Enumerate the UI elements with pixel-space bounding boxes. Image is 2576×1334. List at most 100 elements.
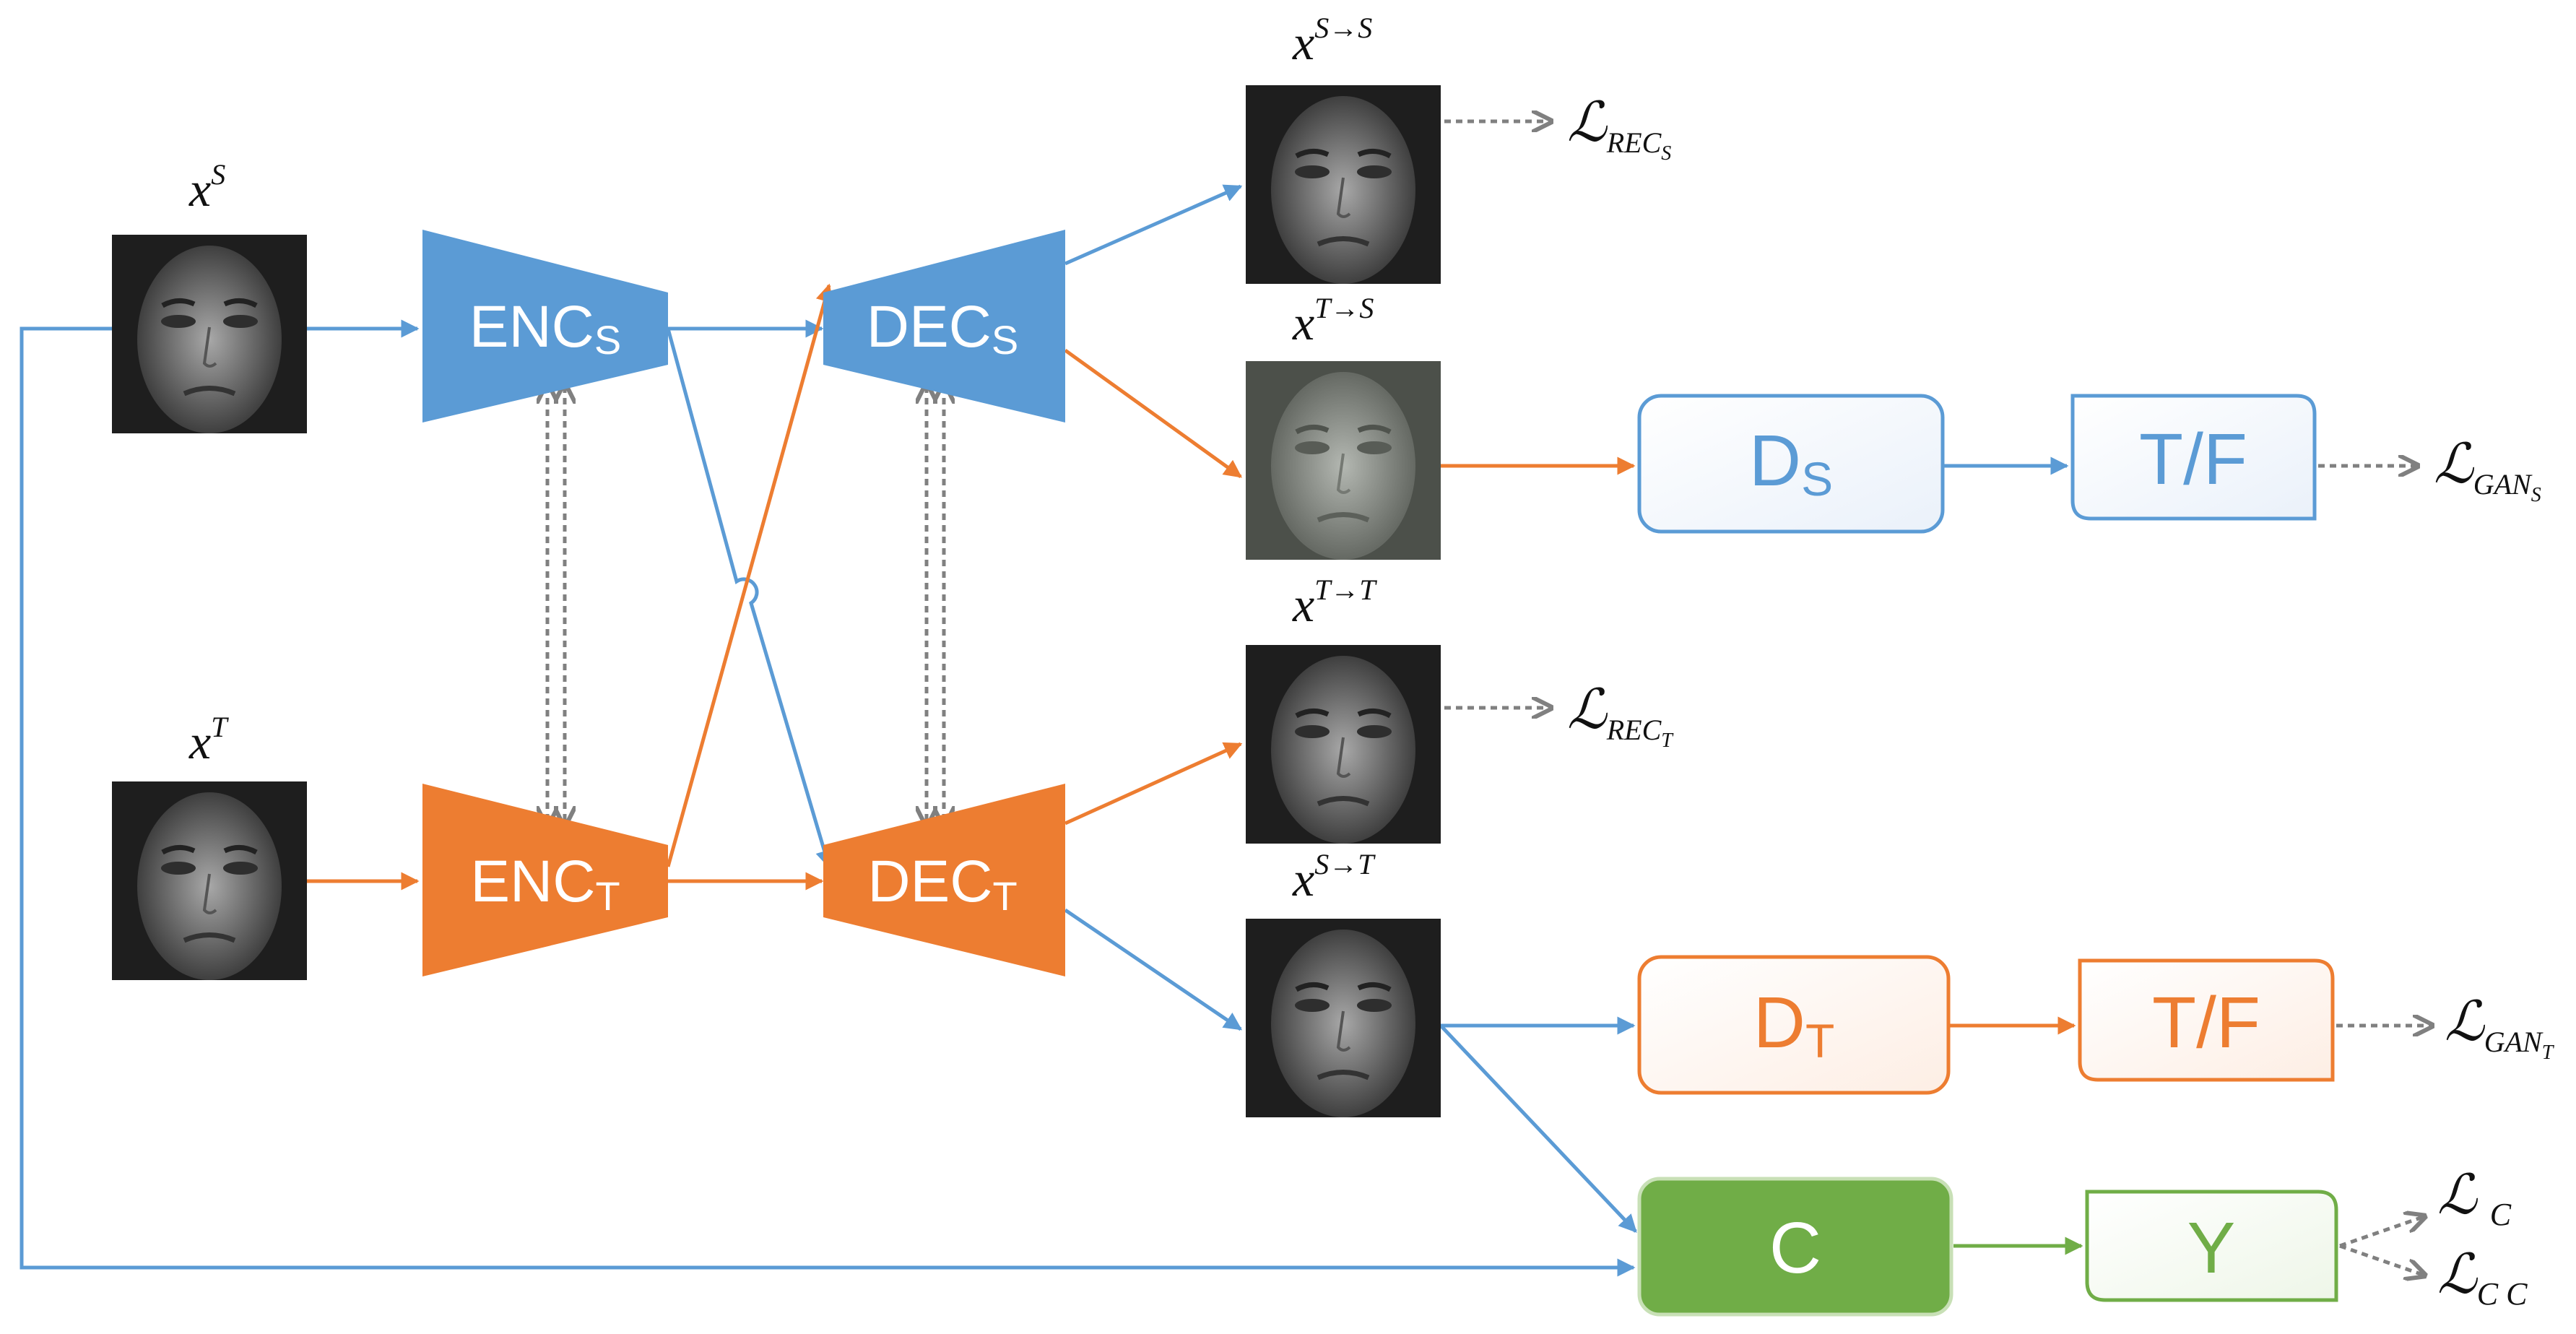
dec-t-label: DEC — [867, 849, 992, 914]
loss-arrows — [1444, 121, 2430, 1275]
svg-text:DT: DT — [1753, 982, 1835, 1067]
loss-cc-sub: C C — [2477, 1276, 2528, 1312]
disc-t-box — [1637, 955, 1951, 1095]
edge-dec-s-to-xss — [1064, 184, 1243, 266]
input-labels: xS xT — [188, 158, 229, 769]
edge-xs-to-c — [19, 326, 1636, 1277]
svg-text:DS: DS — [1749, 420, 1833, 506]
loss-arrow-c — [2339, 1217, 2423, 1248]
classifier-box — [1637, 1177, 1953, 1317]
enc-t-block: ENCT — [422, 784, 668, 976]
edge-enc-s-to-dec-t — [666, 328, 833, 869]
classifier-block: C — [1637, 1177, 1953, 1317]
dec-t-block: DECT — [823, 784, 1065, 976]
svg-text:DECS: DECS — [867, 294, 1019, 363]
dec-s-label: DEC — [867, 294, 992, 360]
disc-s-subscript: S — [1801, 452, 1833, 506]
enc-s-subscript: S — [594, 317, 621, 363]
disc-t-block: DT — [1637, 955, 1951, 1095]
enc-s-trapezoid — [422, 230, 668, 423]
disc-s-block: DS — [1637, 394, 1945, 534]
face-source-input — [112, 235, 307, 433]
loss-gan-s-symbol: ℒ — [2434, 434, 2475, 495]
svg-text:ℒGANS: ℒGANS — [2434, 434, 2541, 506]
edge-xst-to-c — [1439, 1024, 1637, 1233]
y-label: Y — [2187, 1208, 2236, 1288]
loss-c-sub: C — [2490, 1197, 2512, 1232]
face-t2s — [1246, 361, 1441, 560]
svg-text:xS→T: xS→T — [1292, 848, 1376, 906]
edge-enc-t-to-dec-s — [666, 283, 834, 867]
x-s2t-label: x — [1292, 852, 1314, 906]
disc-s-box — [1637, 394, 1945, 534]
disc-t-label: D — [1753, 982, 1805, 1063]
x-s2t-superscript: S→T — [1314, 848, 1376, 880]
tf-t-box — [2078, 958, 2335, 1082]
tf-s-label: T/F — [2139, 419, 2247, 500]
loss-gan-t-subsub: T — [2542, 1041, 2555, 1064]
svg-text:xT→T: xT→T — [1292, 573, 1377, 632]
tf-s-block: T/F — [2070, 394, 2317, 521]
connections — [19, 184, 2083, 1277]
svg-text:ENCS: ENCS — [469, 294, 622, 363]
loss-rec-t-subsub: T — [1661, 729, 1674, 752]
dec-t-trapezoid — [823, 784, 1065, 976]
enc-t-subscript: T — [595, 873, 620, 919]
loss-gan-s-sub: GAN — [2473, 468, 2533, 501]
x-t2t-label: x — [1292, 577, 1314, 632]
loss-cc-symbol: ℒ — [2437, 1244, 2479, 1305]
dec-t-subscript: T — [992, 873, 1017, 919]
x-t2s-label: x — [1292, 295, 1314, 350]
classifier-label: C — [1769, 1208, 1821, 1288]
x-s2s-superscript: S→S — [1314, 12, 1372, 44]
svg-text:xT→S: xT→S — [1292, 292, 1374, 350]
loss-rec-t-symbol: ℒ — [1567, 680, 1608, 740]
enc-t-label: ENC — [470, 849, 595, 914]
svg-text:ℒC: ℒC — [2437, 1165, 2512, 1232]
edge-dec-s-to-xts — [1064, 348, 1243, 479]
svg-text:DECT: DECT — [867, 849, 1017, 919]
disc-s-label: D — [1749, 420, 1801, 501]
enc-s-label: ENC — [469, 294, 594, 360]
xs-label: x — [188, 162, 211, 217]
loss-gan-t-symbol: ℒ — [2445, 992, 2486, 1052]
face-s2s — [1246, 85, 1441, 284]
dec-s-block: DECS — [823, 230, 1065, 423]
svg-text:ENCT: ENCT — [470, 849, 620, 919]
x-t2t-superscript: T→T — [1314, 573, 1377, 606]
face-t2t — [1246, 645, 1441, 844]
enc-s-block: ENCS — [422, 230, 668, 423]
loss-arrow-cc — [2339, 1244, 2423, 1275]
y-block: Y — [2085, 1190, 2338, 1302]
edge-dec-t-to-xst — [1064, 908, 1243, 1031]
x-t2s-superscript: T→S — [1314, 292, 1374, 324]
loss-rec-t-sub: REC — [1606, 714, 1662, 746]
svg-text:xS: xS — [188, 158, 225, 217]
enc-t-trapezoid — [422, 784, 668, 976]
svg-text:ℒGANT: ℒGANT — [2445, 992, 2555, 1064]
dec-s-subscript: S — [992, 317, 1018, 363]
y-box — [2085, 1190, 2338, 1302]
loss-rec-s-symbol: ℒ — [1567, 92, 1608, 153]
dec-s-trapezoid — [823, 230, 1065, 423]
loss-c-symbol: ℒ — [2437, 1165, 2479, 1226]
xt-label: x — [188, 714, 211, 769]
tf-t-label: T/F — [2152, 982, 2260, 1063]
svg-text:ℒRECT: ℒRECT — [1567, 680, 1674, 752]
xs-superscript: S — [211, 158, 225, 191]
x-s2s-label: x — [1292, 15, 1314, 70]
tf-s-box — [2070, 394, 2317, 521]
tf-t-block: T/F — [2078, 958, 2335, 1082]
weight-sharing-links — [547, 386, 944, 823]
loss-gan-t-sub: GAN — [2484, 1026, 2544, 1058]
edge-dec-t-to-xtt — [1064, 742, 1243, 826]
face-target-input — [112, 781, 307, 980]
svg-text:ℒC C: ℒC C — [2437, 1244, 2528, 1312]
disc-t-subscript: T — [1805, 1014, 1834, 1067]
loss-gan-s-subsub: S — [2531, 484, 2541, 506]
face-s2t — [1246, 919, 1441, 1117]
output-labels: xS→S xT→S xT→T xS→T — [1292, 12, 1377, 906]
xt-superscript: T — [211, 711, 229, 743]
